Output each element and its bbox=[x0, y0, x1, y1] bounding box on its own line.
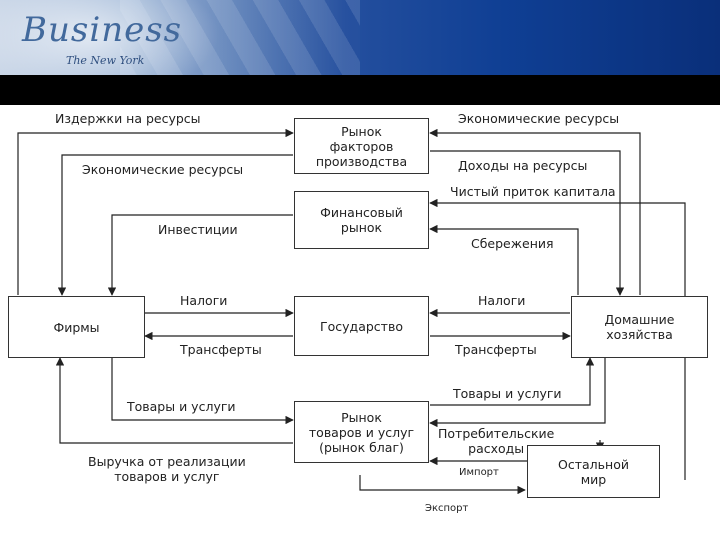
label-transfers-left: Трансферты bbox=[180, 342, 262, 357]
label-resource-costs: Издержки на ресурсы bbox=[55, 111, 201, 126]
keyboard-image bbox=[120, 0, 360, 75]
box-factor-market: Рынок факторов производства bbox=[294, 118, 429, 174]
header-banner: Business The New York bbox=[0, 0, 720, 75]
label-economic-resources-left: Экономические ресурсы bbox=[82, 162, 244, 177]
label-resource-income: Доходы на ресурсы bbox=[458, 158, 588, 173]
label-net-capital-inflow: Чистый приток капитала bbox=[450, 184, 616, 199]
logo-text: Business bbox=[22, 10, 183, 50]
box-households: Домашние хозяйства bbox=[571, 296, 708, 358]
arrow-investments bbox=[107, 214, 293, 296]
label-sales-revenue: Выручка от реализации товаров и услуг bbox=[88, 454, 246, 484]
arrow-economic-resources-left bbox=[57, 154, 293, 296]
title-bar bbox=[0, 75, 720, 105]
arrow-goods-right bbox=[430, 357, 595, 406]
label-taxes-right: Налоги bbox=[478, 293, 526, 308]
logo-subtitle: The New York bbox=[66, 54, 145, 67]
arrow-consumer-spending bbox=[429, 358, 606, 428]
arrow-goods-left bbox=[111, 358, 294, 425]
arrow-net-capital-inflow bbox=[429, 198, 686, 480]
label-investments: Инвестиции bbox=[158, 222, 238, 237]
arrow-sales-revenue bbox=[55, 357, 293, 444]
label-transfers-right: Трансферты bbox=[455, 342, 537, 357]
label-savings: Сбережения bbox=[471, 236, 554, 251]
box-goods-market: Рынок товаров и услуг (рынок благ) bbox=[294, 401, 429, 463]
label-export: Экспорт bbox=[425, 503, 469, 514]
label-consumer-spending: Потребительские расходы bbox=[438, 426, 555, 456]
arrow-export bbox=[359, 475, 526, 495]
label-goods-services-right: Товары и услуги bbox=[453, 386, 562, 401]
label-goods-services-left: Товары и услуги bbox=[127, 399, 236, 414]
arrow-resource-income bbox=[430, 150, 625, 296]
arrow-economic-resources-right bbox=[429, 128, 641, 295]
box-government: Государство bbox=[294, 296, 429, 356]
circular-flow-diagram: Рынок факторов производства Финансовый р… bbox=[0, 105, 720, 540]
banner-glow bbox=[0, 0, 220, 75]
box-firms: Фирмы bbox=[8, 296, 145, 358]
arrow-savings bbox=[429, 224, 579, 295]
flow-arrows bbox=[17, 128, 686, 495]
arrow-resource-costs bbox=[17, 128, 294, 295]
box-rest-of-world: Остальной мир bbox=[527, 445, 660, 498]
box-financial-market: Финансовый рынок bbox=[294, 191, 429, 249]
label-economic-resources-right: Экономические ресурсы bbox=[458, 111, 620, 126]
label-import: Импорт bbox=[459, 467, 499, 478]
label-taxes-left: Налоги bbox=[180, 293, 228, 308]
